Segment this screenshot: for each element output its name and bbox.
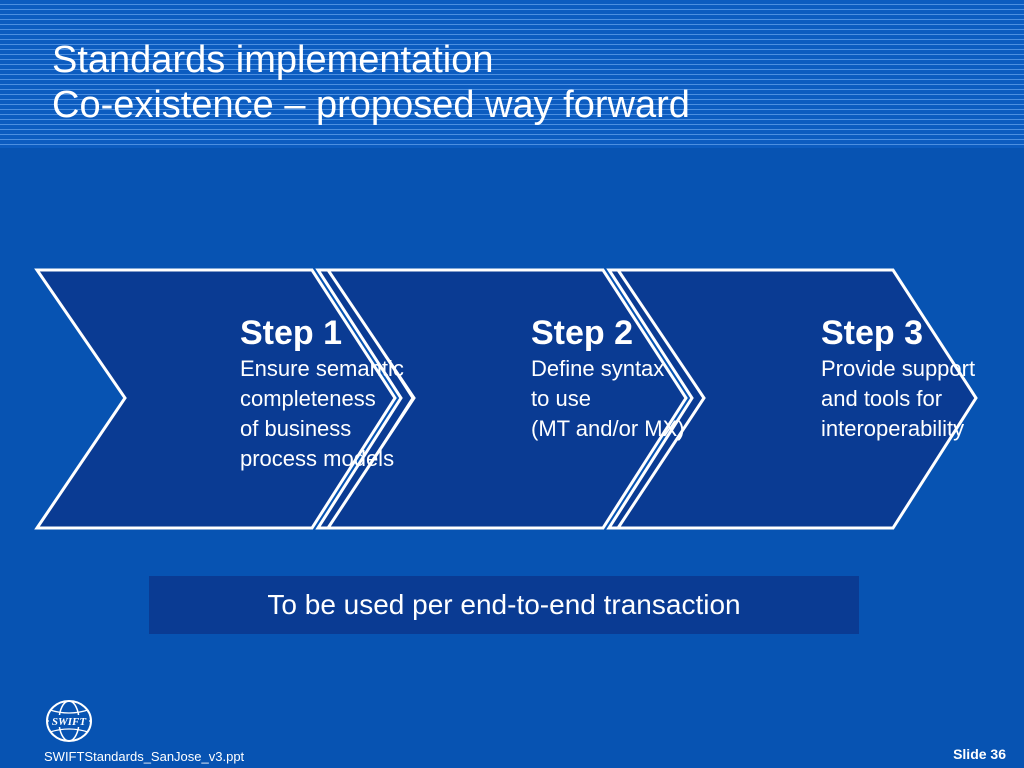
step-3-line-2: and tools for <box>821 386 943 411</box>
slide-title-line-1: Standards implementation <box>52 39 494 81</box>
step-1-title: Step 1 <box>240 314 343 352</box>
step-2-line-2: to use <box>531 386 591 411</box>
step-1-line-1: Ensure semantic <box>240 356 404 381</box>
swift-logo-wordmark: SWIFT <box>52 716 88 728</box>
step-2-line-3: (MT and/or MX) <box>531 416 685 441</box>
step-1-line-2: completeness <box>240 386 376 411</box>
note-text: To be used per end-to-end transaction <box>267 589 741 620</box>
slide-title-line-2: Co-existence – proposed way forward <box>52 84 690 126</box>
step-1-text: Step 1 Ensure semantic completeness of b… <box>240 312 408 474</box>
step-1-line-3: of business <box>240 416 352 441</box>
chevron-step-1 <box>34 268 397 530</box>
slide-title: Standards implementation Co-existence – … <box>52 38 690 128</box>
step-2-text: Step 2 Define syntax to use (MT and/or M… <box>531 312 699 444</box>
chevron-step-3 <box>615 268 978 530</box>
footer-slide-number: Slide 36 <box>953 746 1006 762</box>
step-2-title: Step 2 <box>531 314 634 352</box>
header-stripes <box>0 0 1024 148</box>
step-2-line-1: Define syntax <box>531 356 665 381</box>
step-3-text: Step 3 Provide support and tools for int… <box>821 312 1024 444</box>
footer-filename: SWIFTStandards_SanJose_v3.ppt <box>44 749 245 764</box>
chevron-step-2 <box>325 268 688 530</box>
step-3-title: Step 3 <box>821 314 924 352</box>
swift-globe-logo-icon: SWIFT <box>46 700 92 742</box>
step-1-line-4: process models <box>240 446 395 471</box>
note-box: To be used per end-to-end transaction <box>149 576 859 634</box>
step-3-line-3: interoperability <box>821 416 965 441</box>
step-3-line-1: Provide support <box>821 356 976 381</box>
